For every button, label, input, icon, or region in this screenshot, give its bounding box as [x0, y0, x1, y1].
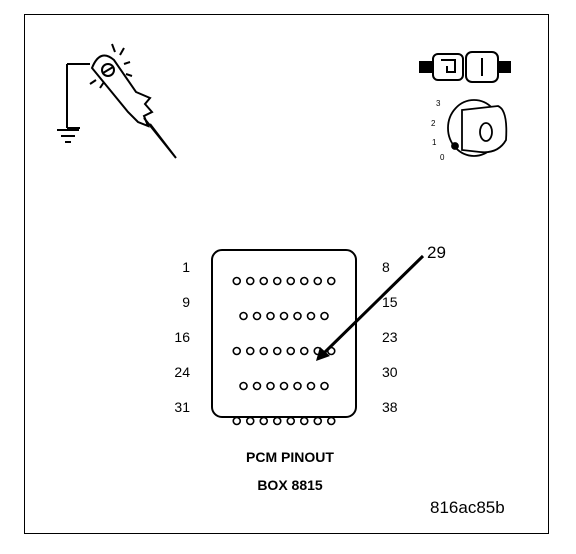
pin-hole — [320, 311, 329, 321]
pin-hole — [293, 381, 302, 391]
callout-pin-number: 29 — [427, 243, 446, 262]
pin-label: 31 — [174, 399, 190, 415]
pin-hole — [299, 346, 309, 356]
svg-text:1: 1 — [432, 138, 437, 147]
pin-label: 38 — [382, 399, 398, 415]
pin-hole — [279, 311, 289, 321]
pin-hole — [266, 311, 275, 321]
svg-text:2: 2 — [431, 119, 436, 128]
pin-label: 16 — [174, 329, 190, 345]
pin-hole — [272, 346, 282, 356]
diagram-caption-title: PCM PINOUT — [246, 449, 334, 465]
pin-hole — [252, 311, 262, 321]
pin-label: 1 — [182, 259, 190, 275]
pin-label: 24 — [174, 364, 190, 380]
pin-hole — [326, 416, 336, 426]
pin-hole — [306, 311, 316, 321]
pcm-connector-face — [211, 249, 357, 426]
pin-hole — [259, 276, 269, 286]
pin-hole — [286, 346, 296, 356]
pin-hole — [245, 416, 255, 426]
pin-hole — [266, 381, 275, 391]
diagram-frame — [24, 14, 549, 534]
pin-hole — [245, 346, 255, 356]
pin-hole — [259, 346, 269, 356]
pin-hole — [239, 311, 248, 321]
pin-hole — [272, 416, 282, 426]
pin-hole — [313, 416, 323, 426]
pin-label: 15 — [382, 294, 398, 310]
pin-hole — [252, 381, 262, 391]
test-light-probe-icon — [57, 43, 177, 159]
ignition-key-icon: 3 2 1 0 — [431, 99, 508, 162]
pin-hole — [245, 276, 255, 286]
pin-hole — [232, 416, 242, 426]
pin-hole — [259, 416, 269, 426]
pin-hole — [306, 381, 316, 391]
pin-hole — [299, 276, 309, 286]
pin-hole — [232, 276, 242, 286]
pin-hole — [279, 381, 289, 391]
figure-id: 816ac85b — [430, 498, 505, 517]
svg-text:3: 3 — [436, 99, 441, 108]
connector-icon — [419, 51, 511, 83]
pin-hole — [232, 346, 242, 356]
diagram-caption-subtitle: BOX 8815 — [257, 477, 323, 493]
pin-hole — [272, 276, 282, 286]
pin-hole — [286, 276, 296, 286]
pin-hole — [239, 381, 248, 391]
pin-hole — [326, 276, 336, 286]
svg-text:0: 0 — [440, 153, 445, 162]
pin-hole — [299, 416, 309, 426]
pin-hole — [286, 416, 296, 426]
pin-hole — [320, 381, 329, 391]
callout-arrow — [316, 254, 425, 361]
pin-label: 23 — [382, 329, 398, 345]
pin-hole — [293, 311, 302, 321]
pin-label: 9 — [182, 294, 190, 310]
pin-label: 30 — [382, 364, 398, 380]
pin-label: 8 — [382, 259, 390, 275]
pin-hole — [313, 276, 323, 286]
pin-grid — [232, 276, 336, 426]
